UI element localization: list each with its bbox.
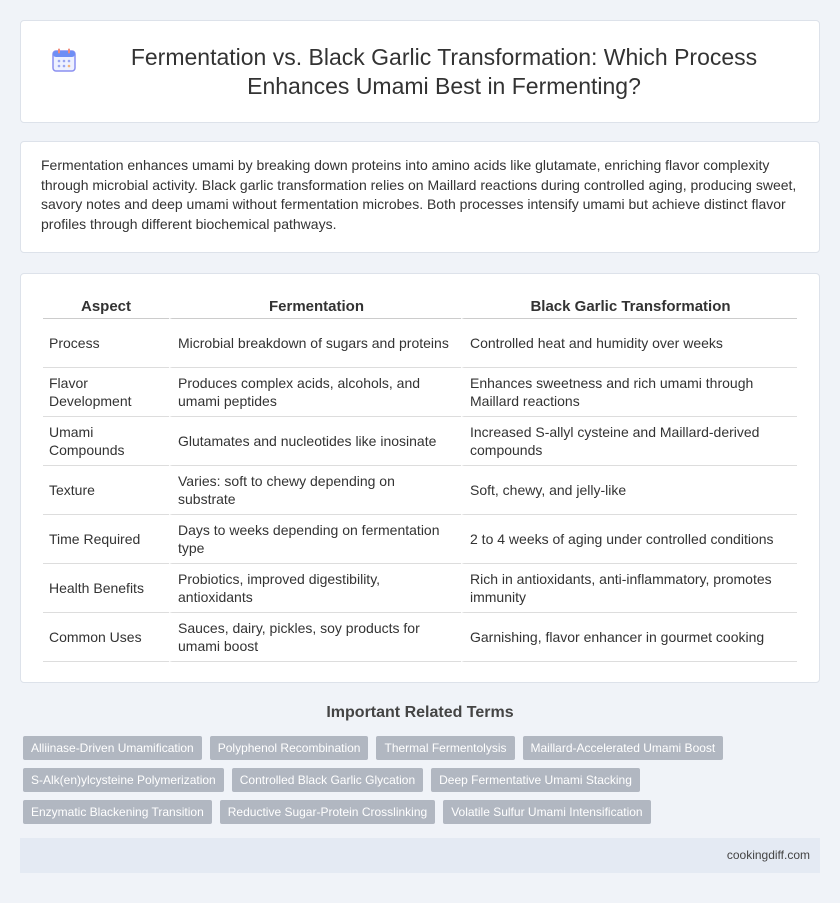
table-row: Flavor Development Produces complex acid… — [43, 368, 797, 417]
cell-aspect: Time Required — [43, 515, 169, 564]
title-card: Fermentation vs. Black Garlic Transforma… — [20, 20, 820, 123]
related-term-tag[interactable]: Deep Fermentative Umami Stacking — [431, 768, 640, 792]
cell-fermentation: Produces complex acids, alcohols, and um… — [169, 368, 461, 417]
page-title: Fermentation vs. Black Garlic Transforma… — [130, 43, 758, 99]
related-term-tag[interactable]: Controlled Black Garlic Glycation — [231, 768, 424, 792]
comparison-card: Aspect Fermentation Black Garlic Transfo… — [20, 273, 820, 683]
related-terms-heading: Important Related Terms — [326, 704, 514, 721]
cell-black-garlic: 2 to 4 weeks of aging under controlled c… — [461, 515, 797, 564]
footer: cookingdiff.com — [20, 838, 820, 873]
related-term-tag[interactable]: Maillard-Accelerated Umami Boost — [522, 736, 724, 760]
tag-row: Alliinase-Driven Umamification Polypheno… — [23, 736, 823, 760]
footer-site-link[interactable]: cookingdiff.com — [726, 848, 810, 862]
table-row: Umami Compounds Glutamates and nucleotid… — [43, 417, 797, 466]
table-header-row: Aspect Fermentation Black Garlic Transfo… — [43, 296, 797, 319]
comparison-table: Aspect Fermentation Black Garlic Transfo… — [43, 296, 797, 662]
cell-black-garlic: Enhances sweetness and rich umami throug… — [461, 368, 797, 417]
cell-fermentation: Varies: soft to chewy depending on subst… — [169, 466, 461, 515]
table-row: Time Required Days to weeks depending on… — [43, 515, 797, 564]
cell-aspect: Texture — [43, 466, 169, 515]
header-fermentation: Fermentation — [169, 296, 461, 319]
table-row: Process Microbial breakdown of sugars an… — [43, 319, 797, 368]
cell-aspect: Umami Compounds — [43, 417, 169, 466]
calendar-icon — [52, 48, 76, 72]
cell-black-garlic: Soft, chewy, and jelly-like — [461, 466, 797, 515]
table-row: Common Uses Sauces, dairy, pickles, soy … — [43, 613, 797, 662]
summary-text: Fermentation enhances umami by breaking … — [41, 157, 797, 232]
related-term-tag[interactable]: Enzymatic Blackening Transition — [23, 800, 212, 824]
related-term-tag[interactable]: Volatile Sulfur Umami Intensification — [443, 800, 651, 824]
cell-black-garlic: Controlled heat and humidity over weeks — [461, 319, 797, 368]
tag-row: Enzymatic Blackening Transition Reductiv… — [23, 800, 823, 824]
cell-fermentation: Probiotics, improved digestibility, anti… — [169, 564, 461, 613]
title-wrap: Fermentation vs. Black Garlic Transforma… — [51, 43, 789, 101]
related-term-tag[interactable]: Reductive Sugar-Protein Crosslinking — [219, 800, 436, 824]
summary-card: Fermentation enhances umami by breaking … — [20, 141, 820, 253]
related-term-tag[interactable]: Alliinase-Driven Umamification — [23, 736, 202, 760]
table-row: Texture Varies: soft to chewy depending … — [43, 466, 797, 515]
cell-aspect: Flavor Development — [43, 368, 169, 417]
cell-aspect: Process — [43, 319, 169, 368]
cell-aspect: Common Uses — [43, 613, 169, 662]
cell-fermentation: Glutamates and nucleotides like inosinat… — [169, 417, 461, 466]
related-terms: Alliinase-Driven Umamification Polypheno… — [23, 736, 823, 832]
related-term-tag[interactable]: Polyphenol Recombination — [209, 736, 369, 760]
table-row: Health Benefits Probiotics, improved dig… — [43, 564, 797, 613]
cell-fermentation: Microbial breakdown of sugars and protei… — [169, 319, 461, 368]
cell-fermentation: Sauces, dairy, pickles, soy products for… — [169, 613, 461, 662]
cell-fermentation: Days to weeks depending on fermentation … — [169, 515, 461, 564]
cell-black-garlic: Rich in antioxidants, anti-inflammatory,… — [461, 564, 797, 613]
cell-aspect: Health Benefits — [43, 564, 169, 613]
tag-row: S-Alk(en)ylcysteine Polymerization Contr… — [23, 768, 823, 792]
related-term-tag[interactable]: Thermal Fermentolysis — [376, 736, 515, 760]
header-black-garlic: Black Garlic Transformation — [461, 296, 797, 319]
cell-black-garlic: Increased S-allyl cysteine and Maillard-… — [461, 417, 797, 466]
header-aspect: Aspect — [43, 296, 169, 319]
cell-black-garlic: Garnishing, flavor enhancer in gourmet c… — [461, 613, 797, 662]
related-term-tag[interactable]: S-Alk(en)ylcysteine Polymerization — [23, 768, 224, 792]
